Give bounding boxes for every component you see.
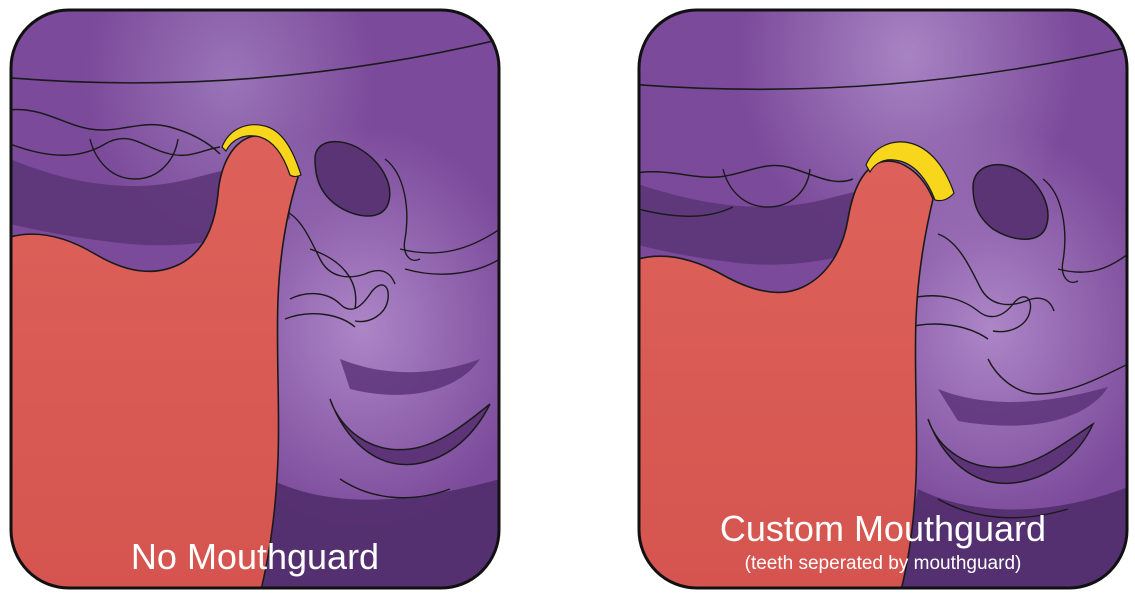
jaw-illustration-no-mouthguard: [10, 9, 500, 589]
panel-no-mouthguard: No Mouthguard: [10, 9, 500, 589]
panel-caption: No Mouthguard: [10, 537, 500, 577]
jaw-illustration-custom-mouthguard: [638, 9, 1128, 589]
panel-subcaption: (teeth seperated by mouthguard): [638, 553, 1128, 575]
panel-caption: Custom Mouthguard: [638, 509, 1128, 549]
panel-custom-mouthguard: Custom Mouthguard (teeth seperated by mo…: [638, 9, 1128, 589]
